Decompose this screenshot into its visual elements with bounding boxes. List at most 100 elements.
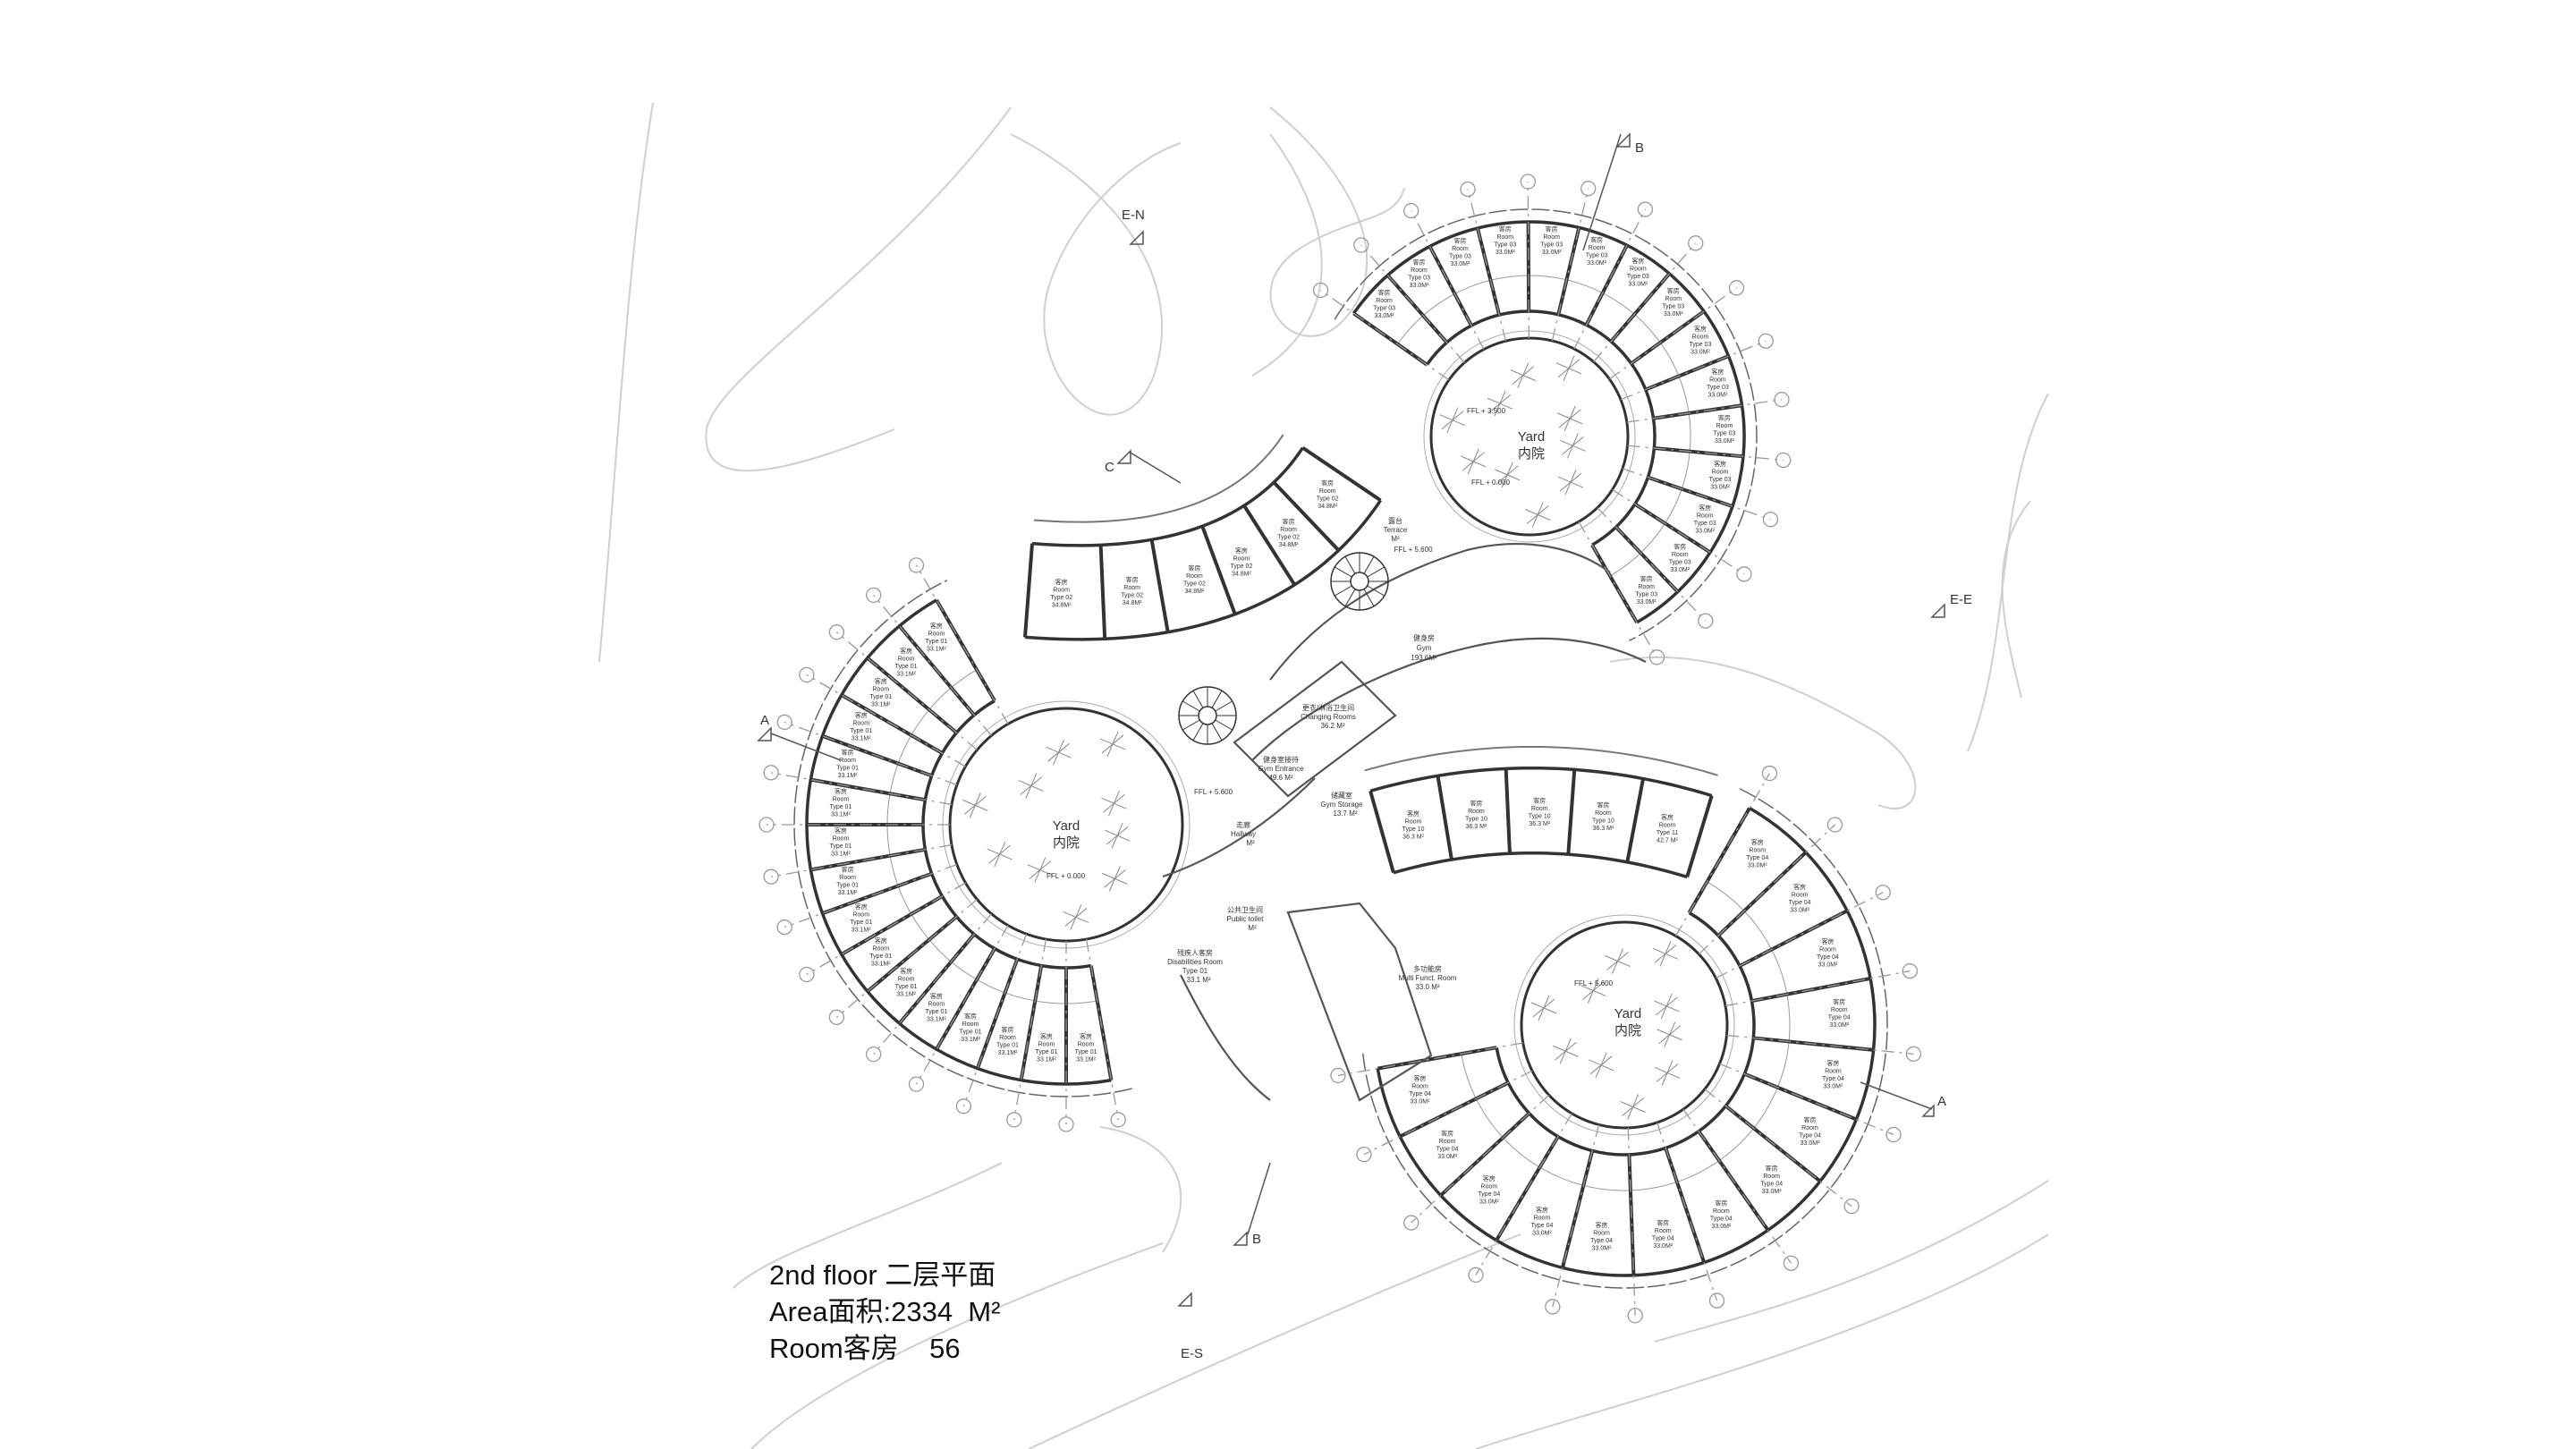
tree-icon <box>1553 1038 1579 1064</box>
room-label-line: Room <box>1319 488 1336 495</box>
room-label-line: 36.3 M² <box>1593 826 1614 832</box>
room-label-line: Room <box>1749 848 1766 854</box>
grid-axis <box>1626 399 1783 423</box>
room-label-line: Type 10 <box>1402 826 1425 833</box>
area-summary: Area面积:2334 M² <box>769 1296 1001 1327</box>
room-label-line: Room <box>833 836 850 843</box>
room-label-line: 33.0M² <box>1801 1140 1820 1147</box>
room-label-line: 客房 <box>875 936 887 945</box>
room-label-line: 33.0M² <box>1762 1189 1782 1195</box>
room-label-line: 33.1M² <box>838 773 858 779</box>
room-label-line: 33.0M² <box>1451 261 1470 267</box>
room-label-line: 客房 <box>1597 801 1609 809</box>
tree-icon <box>1495 462 1521 488</box>
room-label-line: Room <box>1405 819 1422 826</box>
stair-tread <box>1363 556 1375 574</box>
room-label-line: 33.1M² <box>961 1037 980 1043</box>
grid-axis <box>873 594 992 736</box>
tree-icon <box>1654 1060 1681 1086</box>
grid-bubble <box>1637 201 1654 217</box>
grid-bubble <box>908 557 925 573</box>
room-label-line: Type 03 <box>1709 477 1732 483</box>
room-label-line: Type 03 <box>1494 242 1516 249</box>
grid-axis <box>1726 1034 1914 1055</box>
room-partition <box>1149 538 1170 633</box>
room-label-line: Type 03 <box>1373 306 1395 312</box>
grid-bubble <box>1110 1112 1126 1128</box>
room-label-line: Type 01 <box>1075 1049 1097 1055</box>
grid-bubble <box>758 817 775 833</box>
terrace-label: 露台 Terrace M² FFL + 5.600 <box>1384 516 1433 554</box>
grid-bubble <box>1758 333 1774 349</box>
room-label-line: Room <box>1665 296 1682 302</box>
room-label-line: 34.8M² <box>1279 542 1299 548</box>
room-partition <box>1242 504 1297 586</box>
room-partition <box>1022 543 1035 638</box>
room-label-line: 33.1M² <box>927 646 946 652</box>
stair-tread <box>1367 566 1385 578</box>
tree-icon <box>1102 866 1128 892</box>
room-label-line: Room <box>1655 1228 1672 1234</box>
room-label-line: Type 03 <box>1669 560 1691 566</box>
room-label-line: Type 02 <box>1050 595 1072 601</box>
room-label-line: Type 04 <box>1799 1133 1821 1140</box>
grid-axis <box>1597 507 1707 622</box>
room-label-line: Room <box>1496 234 1513 241</box>
room-label-line: Type 01 <box>836 766 859 772</box>
room-label-line: Type 10 <box>1465 816 1487 822</box>
grid-bubble <box>799 666 815 683</box>
room-label-line: 客房 <box>835 787 847 795</box>
room-label-line: 客房 <box>1657 1219 1669 1227</box>
room-label-line: Type 04 <box>1436 1147 1459 1153</box>
grid-bubble <box>1580 181 1597 197</box>
room-label-line: Type 01 <box>960 1029 982 1035</box>
stair-tread <box>1192 723 1204 741</box>
grid-bubble <box>1520 174 1536 190</box>
room-label-line: Room <box>1709 377 1726 383</box>
room-label-line: 33.0M² <box>1637 599 1657 606</box>
tree-icon <box>1101 791 1127 817</box>
grid-axis <box>1475 1113 1572 1275</box>
room-label-line: 36.3 M² <box>1466 824 1487 830</box>
room-label-line: Type 01 <box>895 984 918 990</box>
room-label-line: 客房 <box>1590 235 1603 243</box>
room-label-line: Type 10 <box>1529 813 1551 819</box>
room-label-line: 33.0M² <box>1710 484 1730 490</box>
multi-area: 33.0 M² <box>1415 983 1439 991</box>
grid-axis <box>1411 210 1485 350</box>
section-marker-a-west <box>757 726 842 761</box>
room-label-line: 客房 <box>1793 883 1806 891</box>
room-label-line: Type 03 <box>1694 521 1716 527</box>
hallway-area: M² <box>1246 839 1255 847</box>
room-label-line: 33.0M² <box>1748 863 1767 869</box>
grid-bubble <box>1826 817 1843 833</box>
toilet-area: M² <box>1248 924 1257 932</box>
disabilities-room-label: 残疾人客房 Disabilities Room Type 01 33.1 M² <box>1167 948 1223 984</box>
room-partition <box>1301 445 1382 503</box>
room-label-line: 客房 <box>875 677 887 685</box>
room-label-line: Type 03 <box>1586 252 1608 258</box>
tree-icon <box>1487 391 1513 417</box>
room-label-line: Type 10 <box>1592 818 1614 824</box>
corridor-wall <box>1286 902 1433 1102</box>
grid-axis <box>1682 1108 1792 1264</box>
room-label-line: Type 01 <box>925 639 947 645</box>
gym-entrance-en: Gym Entrance <box>1258 765 1304 773</box>
room-label-line: Room <box>1452 246 1469 252</box>
room-label-line: 33.0M² <box>1496 250 1515 256</box>
room-label-line: Room <box>1659 823 1676 829</box>
room-label-line: Type 02 <box>1230 564 1252 570</box>
room-label-line: Room <box>1543 234 1560 241</box>
room-label-line: 客房 <box>1483 1174 1496 1182</box>
